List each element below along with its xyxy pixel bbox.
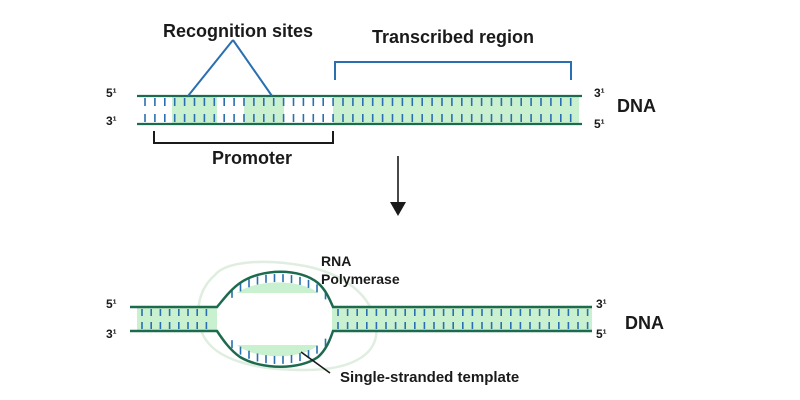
- recognition-pointer-right: [232, 39, 273, 97]
- top-dna-base-pairs: [144, 98, 572, 122]
- recognition-pointer-left: [187, 39, 234, 97]
- top-right-lower-end-label: 5¹: [594, 117, 605, 131]
- bottom-dna-label: DNA: [625, 313, 664, 333]
- bubble-upper-highlight: [237, 282, 318, 293]
- bottom-dna-group: [130, 270, 592, 368]
- top-left-lower-end-label: 3¹: [106, 114, 117, 128]
- bottom-dna-base-pairs: [141, 274, 589, 364]
- bottom-upper-strand: [130, 270, 592, 309]
- bottom-right-highlight: [332, 308, 592, 330]
- bottom-left-highlight: [137, 308, 217, 330]
- rna-polymerase-shape: [197, 260, 378, 372]
- bottom-right-upper-end-label: 3¹: [596, 297, 607, 311]
- transcribed-region-bracket: [334, 61, 572, 80]
- bottom-lower-strand: [130, 329, 592, 368]
- template-pointer: [300, 351, 331, 374]
- rna-polymerase-label-line2: Polymerase: [321, 271, 400, 287]
- bubble-lower-highlight: [237, 345, 318, 357]
- single-stranded-template-label: Single-stranded template: [340, 369, 519, 386]
- promoter-bracket: [153, 131, 334, 144]
- bottom-left-upper-end-label: 5¹: [106, 297, 117, 311]
- process-arrow-head: [390, 202, 406, 216]
- top-right-upper-end-label: 3¹: [594, 86, 605, 100]
- top-dna-group: [137, 94, 582, 126]
- bottom-right-lower-end-label: 5¹: [596, 327, 607, 341]
- recognition-sites-label: Recognition sites: [163, 21, 313, 41]
- top-left-upper-end-label: 5¹: [106, 86, 117, 100]
- transcribed-region-label: Transcribed region: [372, 27, 534, 47]
- top-dna-label: DNA: [617, 96, 656, 116]
- process-arrow: [390, 156, 406, 216]
- promoter-label: Promoter: [212, 148, 292, 168]
- bottom-left-lower-end-label: 3¹: [106, 327, 117, 341]
- rna-polymerase-label-line1: RNA: [321, 253, 351, 269]
- recognition-sites-pointer: [187, 39, 273, 97]
- transcribed-region-highlight: [333, 96, 579, 124]
